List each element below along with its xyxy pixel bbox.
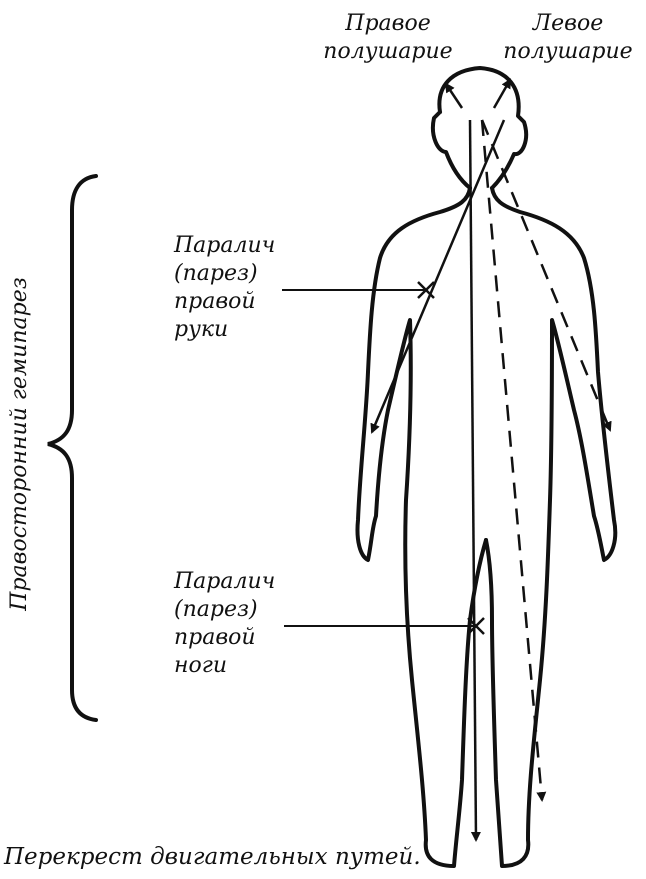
right-hemisphere-label: Правое полушарие xyxy=(323,11,452,64)
arm-paralysis-label: Паралич (парез) правой руки xyxy=(173,233,275,342)
pathway-right-arm xyxy=(372,120,504,432)
arm-paralysis-line3: правой xyxy=(174,289,256,314)
arm-paralysis-line4: руки xyxy=(174,317,228,342)
left-hemisphere-label-line1: Левое xyxy=(532,11,603,36)
right-hemisphere-label-line2: полушарие xyxy=(323,39,452,64)
leg-paralysis-line4: ноги xyxy=(174,653,227,678)
arm-paralysis-line2: (парез) xyxy=(174,261,258,286)
right-hemisphere-label-line1: Правое xyxy=(344,11,430,36)
pathway-right-leg xyxy=(470,120,476,840)
left-hemisphere-label: Левое полушарие xyxy=(503,11,632,64)
body-right-silhouette xyxy=(486,188,615,866)
figure-caption: Перекрест двигательных путей. xyxy=(3,844,421,870)
leg-paralysis-line2: (парез) xyxy=(174,597,258,622)
arm-paralysis-line1: Паралич xyxy=(173,233,275,258)
pathway-left-arm xyxy=(482,120,610,430)
leg-paralysis-line3: правой xyxy=(174,625,256,650)
hemiparesis-label: Правосторонний гемипарез xyxy=(7,277,32,611)
body-outline xyxy=(357,68,615,866)
leg-paralysis-label: Паралич (парез) правой ноги xyxy=(173,569,275,678)
hemiparesis-brace xyxy=(48,176,96,720)
left-hemisphere-label-line2: полушарие xyxy=(503,39,632,64)
pathway-left-leg xyxy=(482,120,542,800)
left-hemisphere-arrow xyxy=(494,80,510,108)
leg-paralysis-line1: Паралич xyxy=(173,569,275,594)
right-hemisphere-arrow xyxy=(446,84,462,108)
